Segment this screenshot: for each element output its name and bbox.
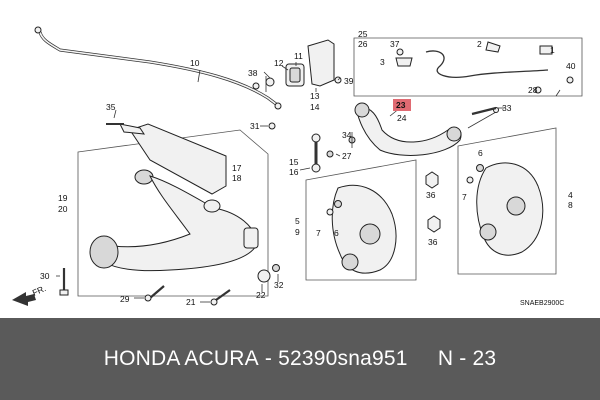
label-32: 32 bbox=[274, 280, 284, 290]
bolt-33 bbox=[471, 106, 497, 116]
label-16: 16 bbox=[289, 167, 299, 177]
label-11: 11 bbox=[294, 51, 303, 61]
label-33: 33 bbox=[502, 103, 512, 113]
nuts-36 bbox=[425, 171, 441, 233]
label-13: 13 bbox=[310, 91, 320, 101]
label-29: 29 bbox=[120, 294, 130, 304]
label-6-right: 6 bbox=[478, 148, 483, 158]
label-25: 25 bbox=[358, 29, 368, 39]
label-12: 12 bbox=[274, 58, 284, 68]
right-knuckle-box bbox=[457, 127, 557, 275]
label-35: 35 bbox=[106, 102, 116, 112]
label-9: 9 bbox=[295, 227, 300, 237]
diagram-code: SNAEB2900C bbox=[520, 300, 564, 307]
stabilizer-link bbox=[268, 122, 356, 173]
label-1: 1 bbox=[550, 45, 555, 55]
label-8: 8 bbox=[568, 200, 573, 210]
stabilizer-bar bbox=[34, 26, 282, 110]
label-10: 10 bbox=[190, 58, 200, 68]
highlight-box-23 bbox=[393, 99, 411, 111]
label-34: 34 bbox=[342, 130, 352, 140]
front-direction-arrow bbox=[12, 292, 36, 306]
upper-arm-highlighted bbox=[354, 102, 499, 156]
label-17: 17 bbox=[232, 163, 242, 173]
footer-banner: HONDA ACURA - 52390sna951 N - 23 bbox=[0, 318, 600, 400]
label-39: 39 bbox=[344, 76, 354, 86]
label-20: 20 bbox=[58, 204, 68, 214]
lower-arm-box bbox=[77, 123, 269, 297]
sensor-bracket-box bbox=[353, 37, 583, 97]
label-7-left: 7 bbox=[316, 228, 321, 238]
label-38: 38 bbox=[248, 68, 258, 78]
label-30: 30 bbox=[40, 271, 50, 281]
label-36-upper: 36 bbox=[426, 190, 436, 200]
footer-separator: - bbox=[258, 347, 279, 370]
label-18: 18 bbox=[232, 173, 242, 183]
part-number-labels: 10 11 12 13 14 15 16 17 18 19 20 21 22 2… bbox=[31, 29, 576, 307]
label-2: 2 bbox=[477, 39, 482, 49]
label-37: 37 bbox=[390, 39, 400, 49]
label-6-left: 6 bbox=[334, 228, 339, 238]
label-5: 5 bbox=[295, 216, 300, 226]
label-31: 31 bbox=[250, 121, 260, 131]
label-21: 21 bbox=[186, 297, 196, 307]
label-7-right: 7 bbox=[462, 192, 467, 202]
label-3: 3 bbox=[380, 57, 385, 67]
knuckle-box bbox=[305, 159, 417, 281]
stabilizer-bushing-group bbox=[252, 39, 342, 92]
direction-label: FR. bbox=[31, 283, 48, 298]
label-24: 24 bbox=[397, 113, 407, 123]
parts-diagram: 10 11 12 13 14 15 16 17 18 19 20 21 22 2… bbox=[12, 26, 583, 307]
footer-gap bbox=[408, 347, 438, 371]
label-23: 23 bbox=[396, 100, 406, 110]
label-26: 26 bbox=[358, 39, 368, 49]
footer-part-number: 52390sna951 bbox=[278, 347, 408, 370]
label-36-lower: 36 bbox=[428, 237, 438, 247]
label-40: 40 bbox=[566, 61, 576, 71]
leader-lines bbox=[56, 62, 561, 303]
label-27: 27 bbox=[342, 151, 352, 161]
label-4: 4 bbox=[568, 190, 573, 200]
footer-ref: N - 23 bbox=[437, 347, 497, 370]
label-22: 22 bbox=[256, 290, 266, 300]
label-15: 15 bbox=[289, 157, 299, 167]
label-28: 28 bbox=[528, 85, 538, 95]
label-19: 19 bbox=[58, 193, 68, 203]
footer-brand: HONDA ACURA bbox=[103, 347, 259, 370]
label-14: 14 bbox=[310, 102, 320, 112]
lower-fasteners bbox=[59, 123, 280, 306]
